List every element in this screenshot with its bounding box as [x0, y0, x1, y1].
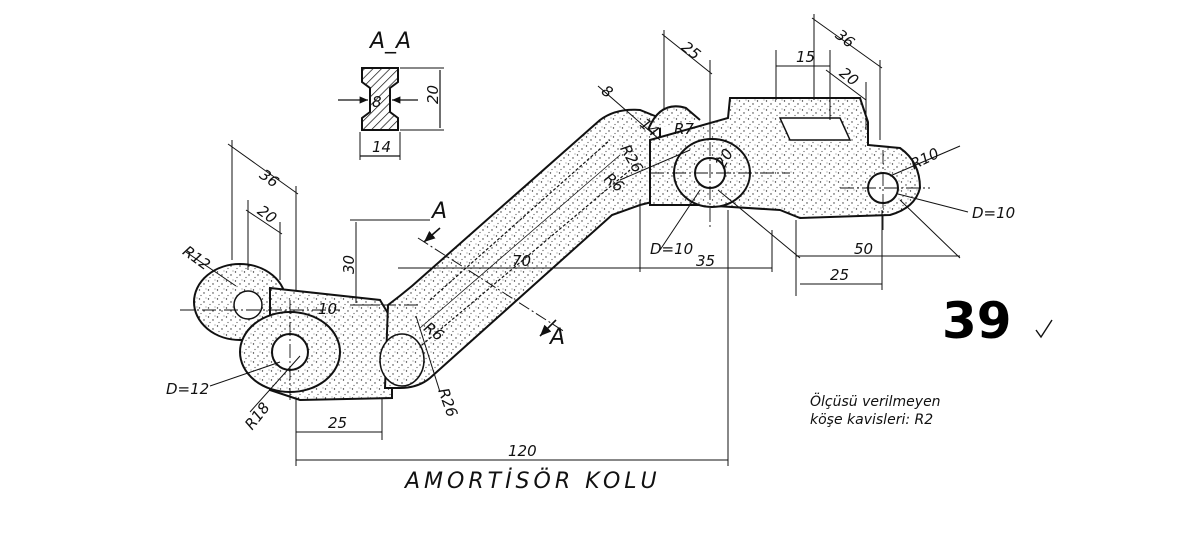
- sheet-number: 39: [942, 292, 1012, 350]
- dim-36-left: 36: [256, 166, 282, 192]
- dim-120: 120: [508, 442, 537, 460]
- section-arrows: [423, 227, 557, 337]
- check-mark-icon: [1035, 319, 1053, 339]
- dim-r7: R7: [674, 120, 694, 138]
- section-width-dim: 14: [372, 138, 391, 156]
- dim-15: 15: [796, 48, 815, 66]
- note-line-2: köşe kavisleri: R2: [810, 412, 933, 428]
- dim-r26-low: R26: [434, 386, 461, 420]
- section-web-dim: 8: [372, 93, 382, 111]
- section-height-dim: 20: [424, 85, 442, 104]
- dim-d10-mid: D=10: [650, 240, 693, 258]
- section-title: A_A: [368, 29, 411, 54]
- dim-r12: R12: [179, 242, 213, 274]
- dim-r10: R10: [908, 144, 942, 173]
- shock-arm-part: [193, 97, 922, 402]
- dim-25-top: 25: [678, 38, 704, 64]
- section-profile: [361, 67, 399, 131]
- left-back-hole: [233, 290, 263, 320]
- dim-20-left: 20: [254, 202, 280, 228]
- note-line-1: Ölçüsü verilmeyen: [810, 392, 941, 410]
- dimension-lines: [185, 14, 969, 466]
- section-mark-upper: A: [430, 199, 447, 224]
- dim-r18: R18: [241, 399, 273, 433]
- section-mark-lower: A: [548, 325, 565, 350]
- dim-25-bottom: 25: [328, 414, 347, 432]
- dim-70: 70: [512, 252, 531, 270]
- dim-d12: D=12: [166, 380, 209, 398]
- dim-25-right: 25: [830, 266, 849, 284]
- dim-8: 8: [598, 82, 616, 102]
- dim-35: 35: [696, 252, 715, 270]
- part-name: AMORTİSÖR KOLU: [403, 468, 661, 494]
- dim-10: 10: [318, 300, 337, 318]
- dim-30: 30: [340, 255, 358, 274]
- section-a-a: A_A 8 20 14: [338, 29, 444, 160]
- dim-50: 50: [854, 240, 873, 258]
- dim-d10-right: D=10: [972, 204, 1015, 222]
- dim-20-right: 20: [836, 64, 862, 90]
